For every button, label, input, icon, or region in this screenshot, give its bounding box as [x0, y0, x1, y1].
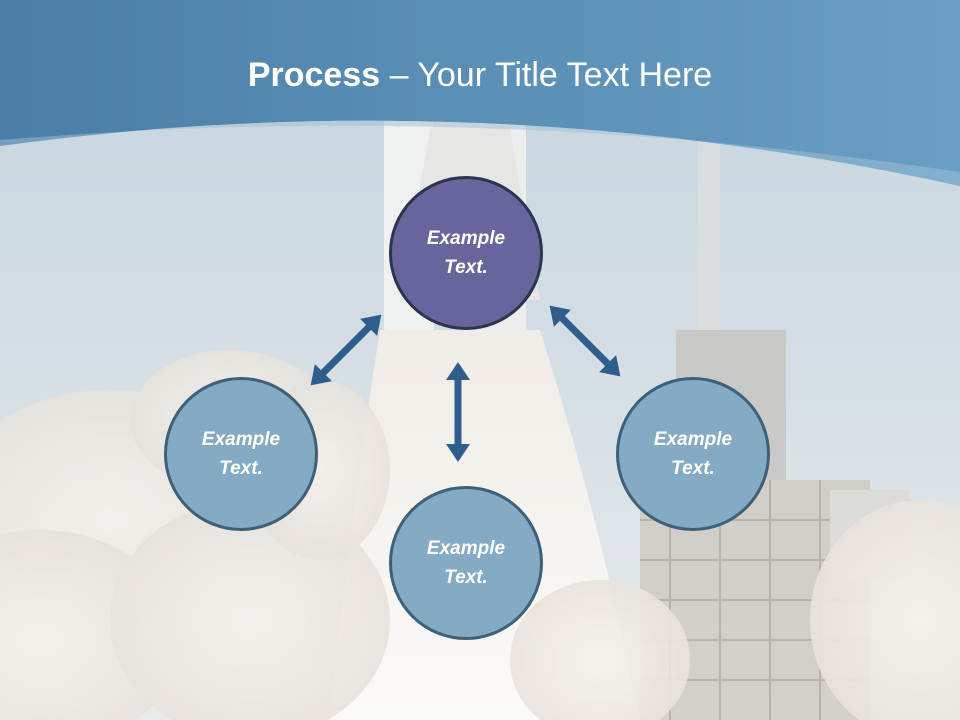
node-text-line2: Text. [671, 458, 715, 479]
arrow-vertical [446, 362, 470, 462]
node-text-line1: Example [653, 429, 733, 450]
process-node-top: Example Text. [389, 176, 543, 330]
node-text-line1: Example [426, 538, 506, 559]
arrow-top-right [549, 305, 621, 377]
node-text-line2: Text. [444, 257, 488, 278]
title-rest: – Your Title Text Here [380, 56, 713, 94]
node-text-line2: Text. [219, 458, 263, 479]
smoke-right [510, 500, 960, 720]
slide-title: Process – Your Title Text Here [0, 52, 960, 98]
node-text-line2: Text. [444, 567, 488, 588]
node-text-line1: Example [201, 429, 281, 450]
node-text-line1: Example [426, 228, 506, 249]
header-band [0, 0, 960, 186]
process-node-left: Example Text. [164, 377, 318, 531]
process-node-right: Example Text. [616, 377, 770, 531]
title-bold: Process [247, 56, 381, 94]
connector-arrows [310, 305, 621, 462]
arrow-top-left [310, 314, 382, 386]
process-node-bottom: Example Text. [389, 486, 543, 640]
